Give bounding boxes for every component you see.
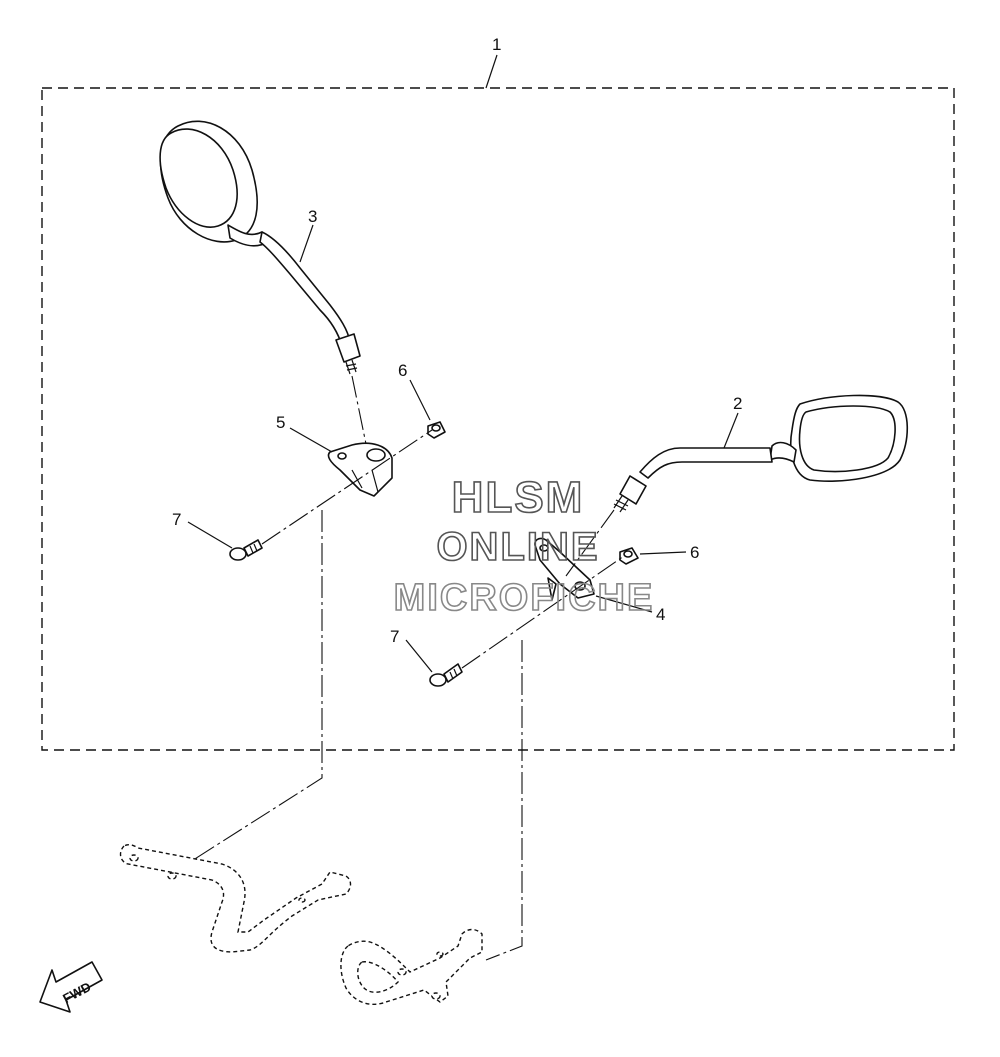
leader-1 bbox=[485, 54, 498, 89]
leader-6b bbox=[639, 551, 687, 555]
nut-right bbox=[619, 547, 639, 565]
watermark-line-2: ONLINE bbox=[436, 525, 599, 569]
callout-7a: 7 bbox=[172, 510, 181, 529]
leader-5 bbox=[289, 427, 333, 453]
bracket-left bbox=[327, 442, 393, 497]
leader-7a bbox=[187, 521, 233, 549]
leader-7b bbox=[405, 639, 433, 673]
callout-3: 3 bbox=[308, 207, 317, 226]
bolt-left bbox=[229, 539, 263, 561]
bracket-right bbox=[534, 537, 595, 601]
nut-left bbox=[427, 421, 446, 439]
phantom-stay-left bbox=[119, 843, 352, 953]
leader-6a bbox=[409, 379, 431, 421]
callout-2: 2 bbox=[733, 394, 742, 413]
watermark-line-1: HLSM bbox=[452, 473, 585, 522]
phantom-stay-right bbox=[340, 928, 483, 1006]
mirror-left bbox=[159, 120, 361, 375]
callout-5: 5 bbox=[276, 413, 285, 432]
callout-6a: 6 bbox=[398, 361, 407, 380]
leader-2 bbox=[723, 412, 739, 449]
callout-1: 1 bbox=[492, 35, 501, 54]
kit-boundary bbox=[41, 87, 955, 751]
leader-4 bbox=[595, 595, 653, 613]
callout-7b: 7 bbox=[390, 627, 399, 646]
mirror-right bbox=[613, 394, 909, 513]
leader-3 bbox=[299, 224, 314, 263]
callout-4: 4 bbox=[656, 605, 665, 624]
watermark: HLSM ONLINE MICROFICHE bbox=[393, 472, 655, 620]
bolt-right bbox=[429, 663, 463, 687]
fwd-arrow-icon: FWD bbox=[39, 961, 103, 1013]
callout-6b: 6 bbox=[690, 543, 699, 562]
watermark-line-3: MICROFICHE bbox=[394, 577, 655, 619]
